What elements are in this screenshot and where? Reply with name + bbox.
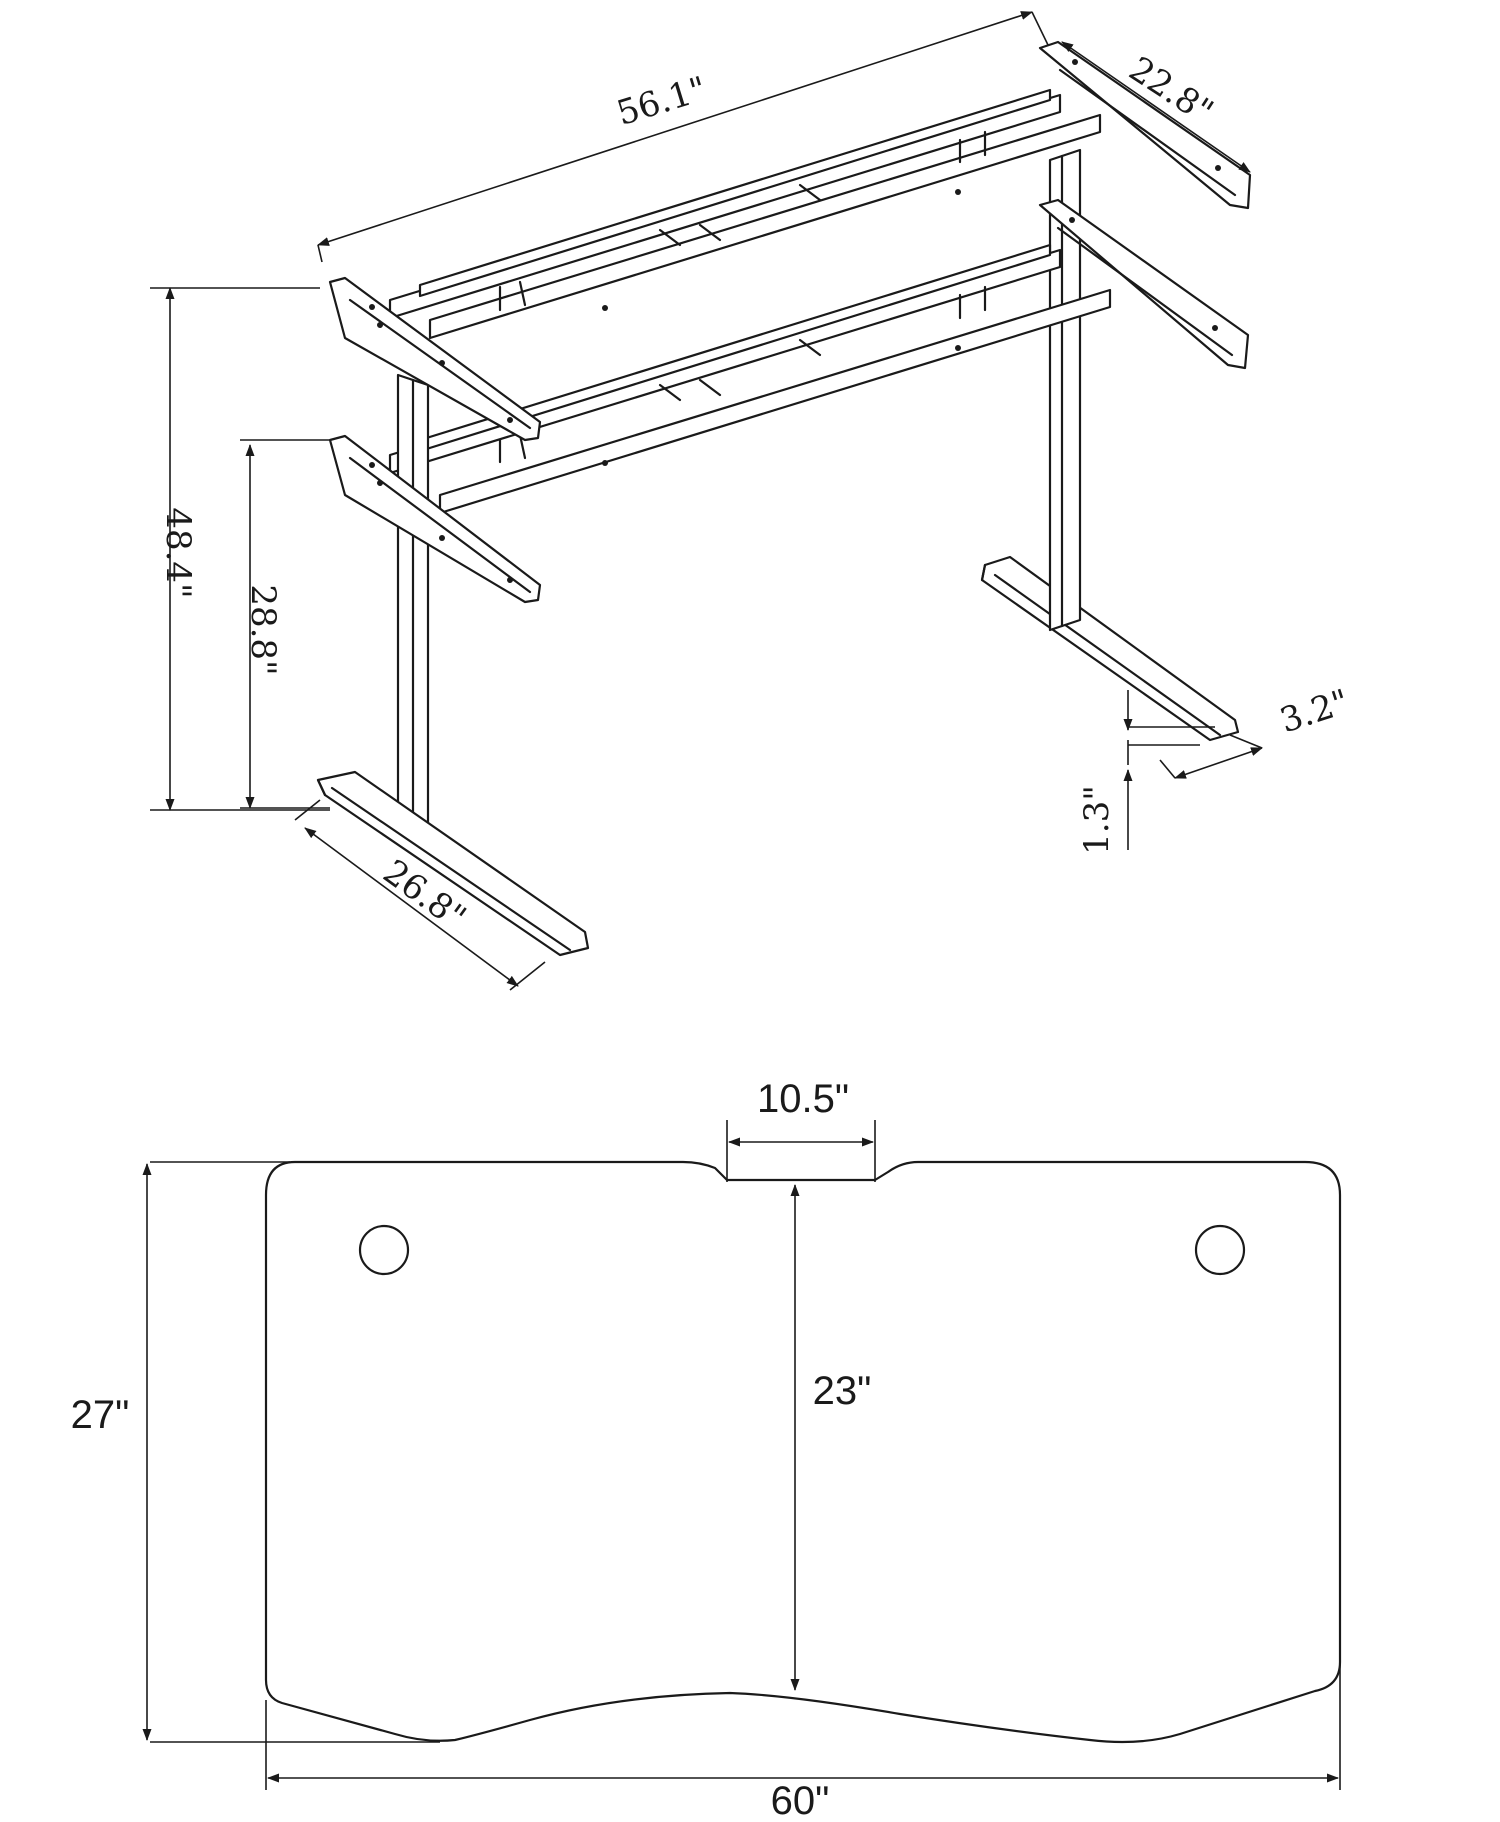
max-height-label: 48.4" <box>158 507 198 598</box>
foot-width-label: 3.2" <box>1275 682 1354 742</box>
notch-width-label: 10.5" <box>757 1077 849 1121</box>
desktop-dimension-lines <box>142 1120 1341 1790</box>
desktop-outline <box>264 1160 1342 1744</box>
frame-length-label: 56.1" <box>612 69 711 134</box>
right-foot <box>980 555 1240 742</box>
left-grommet-hole <box>358 1224 410 1276</box>
left-lower-arm <box>328 434 542 604</box>
center-depth-label: 23" <box>813 1369 872 1413</box>
left-column <box>396 373 430 842</box>
left-upper-arm <box>328 276 542 442</box>
desktop-depth-label: 27" <box>71 1393 130 1437</box>
upper-rails <box>388 88 1102 340</box>
min-height-label: 28.8" <box>243 584 283 675</box>
frame-dimension-lines <box>150 11 1263 991</box>
right-lower-arm <box>1038 198 1250 370</box>
desktop-top-view <box>264 1160 1342 1744</box>
lower-rails <box>388 243 1112 515</box>
foot-height-label: 1.3" <box>1077 785 1117 855</box>
right-grommet-hole <box>1194 1224 1246 1276</box>
desktop-width-label: 60" <box>771 1779 830 1822</box>
desktop-dimension-labels: 10.5" 23" 27" 60" <box>71 1077 872 1822</box>
